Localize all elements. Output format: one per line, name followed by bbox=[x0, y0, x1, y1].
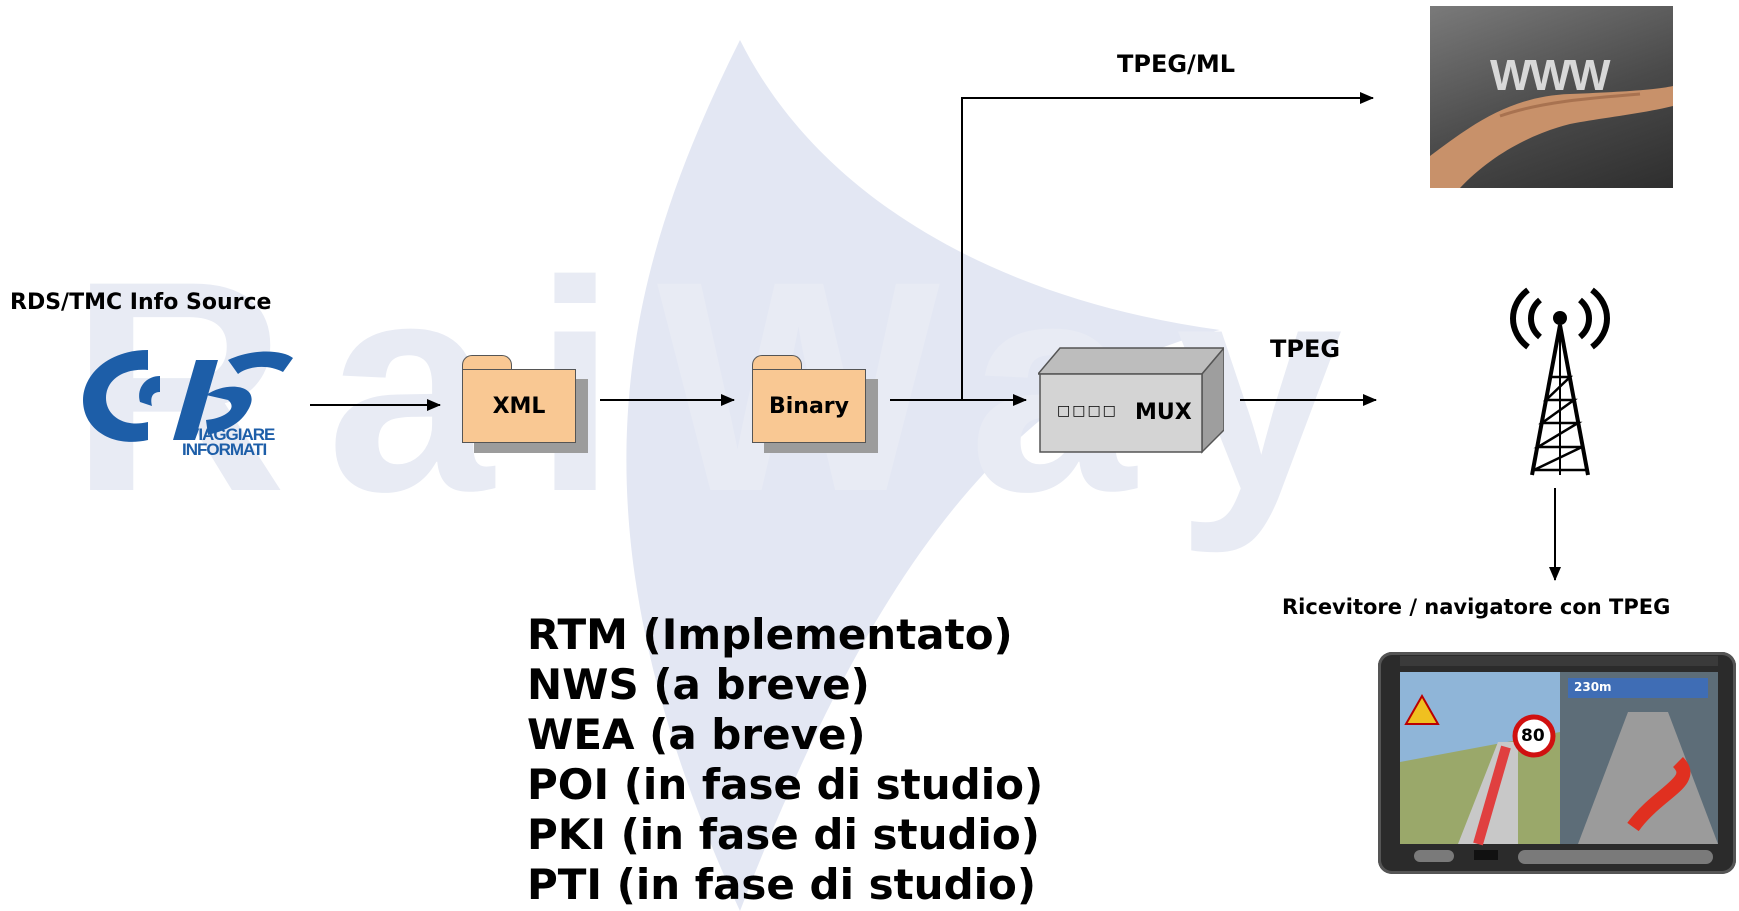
service-poi: POI (in fase di studio) bbox=[527, 760, 1044, 809]
watermark-sail-shape bbox=[626, 40, 1220, 911]
logo-text-viaggiare: VIAGGIARE bbox=[188, 425, 275, 444]
source-label: RDS/TMC Info Source bbox=[10, 290, 272, 315]
www-text: WWW bbox=[1490, 51, 1611, 100]
xml-label: XML bbox=[462, 369, 576, 443]
hand-icon bbox=[1430, 86, 1673, 188]
navigator-device-image: 230m 80 bbox=[1378, 652, 1736, 874]
cis-logo-mark bbox=[83, 350, 293, 442]
navigator-distance: 230m bbox=[1574, 680, 1612, 694]
antenna-tower-icon bbox=[1510, 287, 1610, 476]
tpeg-label: TPEG bbox=[1270, 335, 1341, 363]
service-pki: PKI (in fase di studio) bbox=[527, 810, 1040, 859]
cis-logo: VIAGGIARE INFORMATI bbox=[78, 340, 308, 460]
www-hand-image: WWW bbox=[1430, 6, 1673, 188]
navigator-screen bbox=[1400, 656, 1718, 864]
mux-label: MUX bbox=[1135, 400, 1192, 425]
receiver-label: Ricevitore / navigatore con TPEG bbox=[1282, 595, 1671, 619]
xml-folder: XML bbox=[462, 355, 576, 443]
mux-leds: □□□□ bbox=[1057, 403, 1118, 419]
service-nws: NWS (a breve) bbox=[527, 660, 870, 709]
logo-text-informati: INFORMATI bbox=[182, 440, 267, 459]
tpeg-ml-label: TPEG/ML bbox=[1117, 50, 1235, 78]
service-pti: PTI (in fase di studio) bbox=[527, 860, 1037, 909]
navigator-speed-limit: 80 bbox=[1521, 726, 1545, 746]
service-rtm: RTM (Implementato) bbox=[527, 610, 1013, 659]
mux-device bbox=[1038, 346, 1224, 454]
binary-folder: Binary bbox=[752, 355, 866, 443]
services-list: RTM (Implementato) NWS (a breve) WEA (a … bbox=[527, 610, 1043, 910]
service-wea: WEA (a breve) bbox=[527, 710, 866, 759]
arrow-binary-to-www bbox=[961, 92, 1374, 400]
binary-label: Binary bbox=[752, 369, 866, 443]
